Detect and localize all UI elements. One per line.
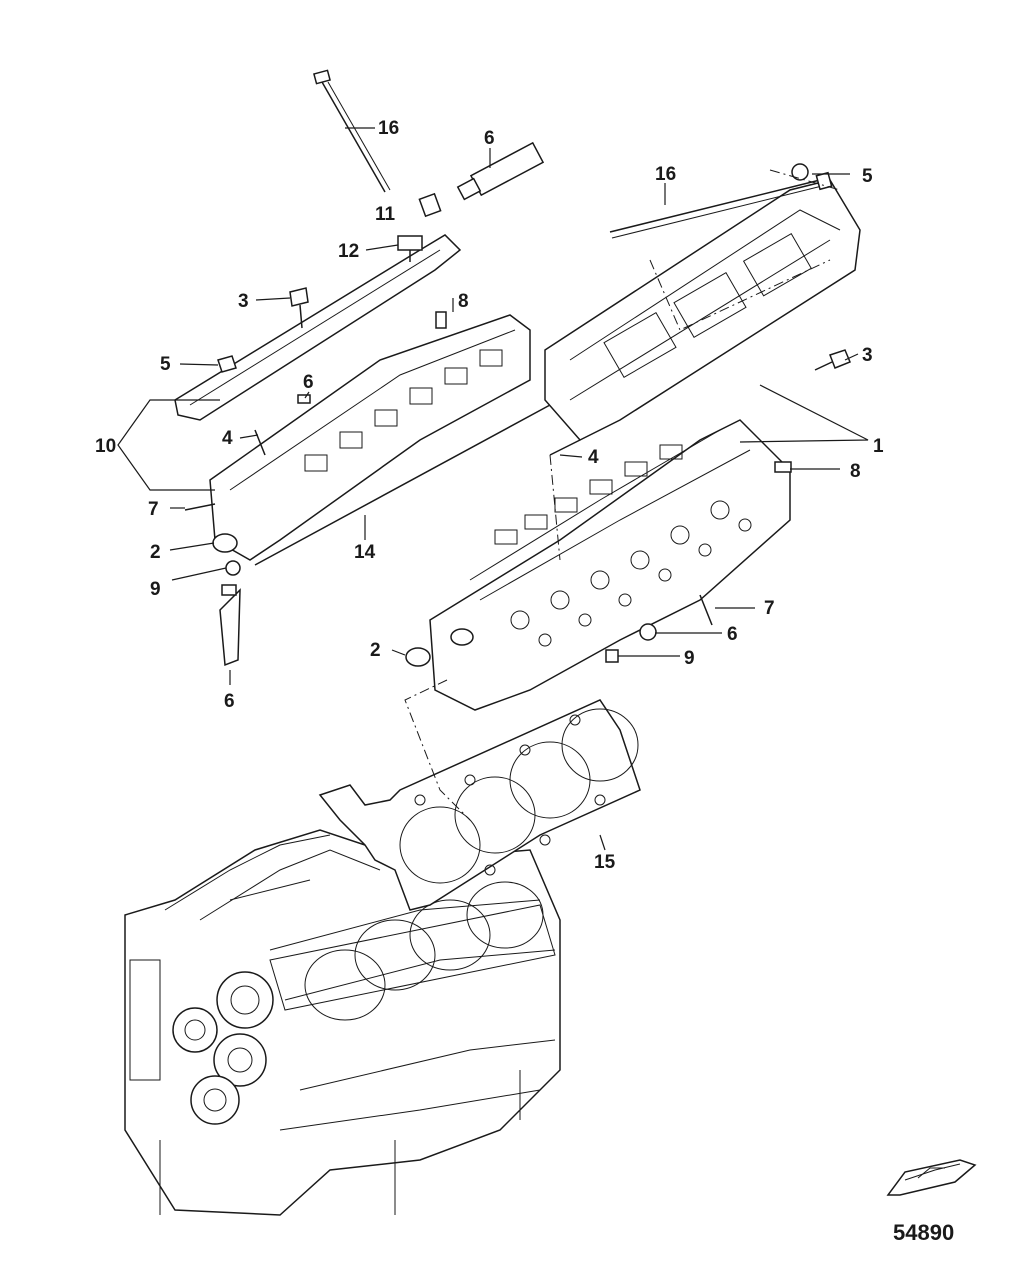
callout-8-right: 8 xyxy=(850,461,861,482)
callout-8-left: 8 xyxy=(458,291,469,312)
callout-6-bottom: 6 xyxy=(224,691,235,712)
callout-14: 14 xyxy=(354,542,376,563)
callout-6-right: 6 xyxy=(727,624,738,645)
callout-2-right: 2 xyxy=(370,640,381,661)
callout-4-left: 4 xyxy=(222,428,233,449)
callout-9-left: 9 xyxy=(150,579,161,600)
callouts: 16 6 11 16 5 12 3 8 5 3 6 4 10 1 4 8 7 1… xyxy=(95,118,884,873)
engine-block xyxy=(124,829,561,1216)
callout-4-right: 4 xyxy=(588,447,599,468)
callout-10: 10 xyxy=(95,436,116,457)
callout-1: 1 xyxy=(873,436,884,457)
callout-12: 12 xyxy=(338,241,359,262)
cylinder-head xyxy=(429,419,791,711)
intake-ports xyxy=(494,444,683,545)
callout-6-tube: 6 xyxy=(484,128,495,149)
valve-cover-gasket xyxy=(544,179,861,441)
reference-number: 54890 xyxy=(893,1220,954,1245)
camshaft-rail xyxy=(174,234,462,421)
alignment-lines xyxy=(404,169,841,821)
head-gasket xyxy=(318,699,641,911)
callout-5-left: 5 xyxy=(160,354,171,375)
leader-lines xyxy=(117,127,869,851)
callout-7-right: 7 xyxy=(764,598,775,619)
callout-2-left: 2 xyxy=(150,542,161,563)
boat-icon xyxy=(886,1159,977,1196)
callout-15: 15 xyxy=(594,852,616,873)
hardware xyxy=(184,69,851,667)
callout-16-right: 16 xyxy=(655,164,676,185)
callout-6-left: 6 xyxy=(303,372,314,393)
callout-5-right: 5 xyxy=(862,166,873,187)
callout-11: 11 xyxy=(375,204,396,225)
callout-3-left: 3 xyxy=(238,291,249,312)
callout-9-right: 9 xyxy=(684,648,695,669)
callout-7-left: 7 xyxy=(148,499,159,520)
callout-3-right: 3 xyxy=(862,345,873,366)
callout-16-top: 16 xyxy=(378,118,399,139)
